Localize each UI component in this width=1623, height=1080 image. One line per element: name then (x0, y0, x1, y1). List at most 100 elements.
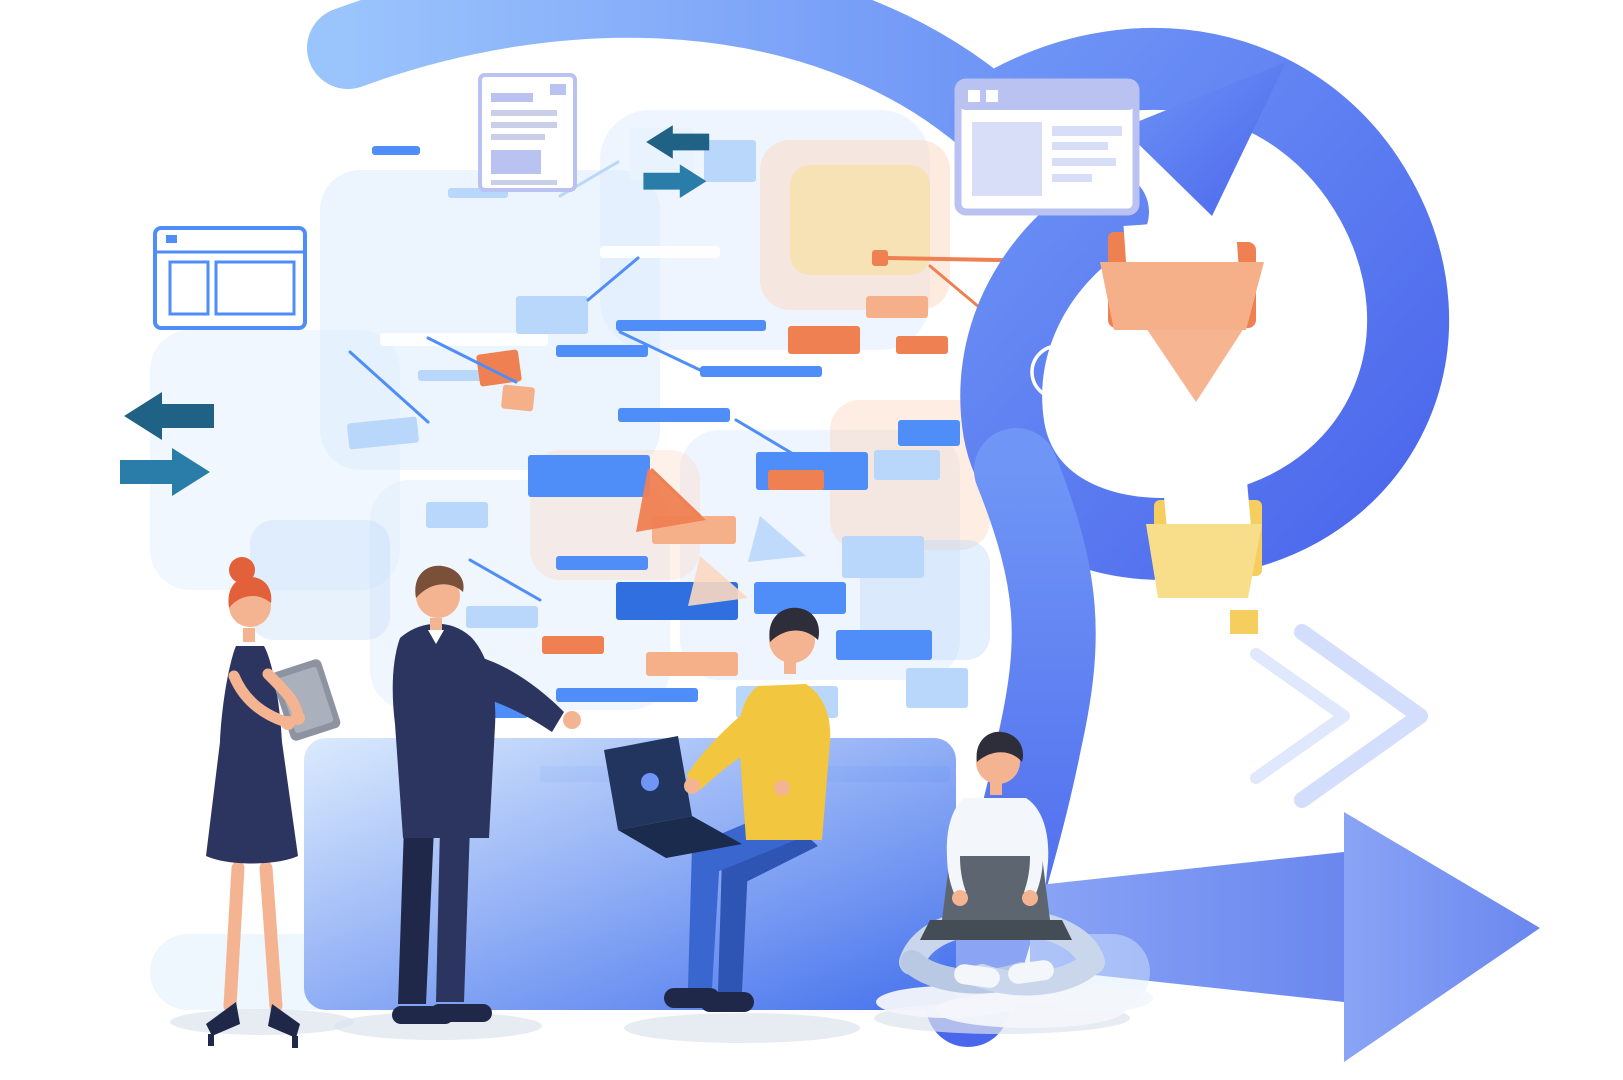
lightbulb-base (1047, 396, 1069, 409)
cloud-puff (1043, 984, 1153, 1012)
sticky-note (898, 420, 960, 446)
lightbulb-icon (1030, 344, 1086, 417)
sticky-note (556, 345, 648, 357)
leg (259, 861, 283, 1013)
neck (990, 782, 1002, 795)
neck (784, 660, 796, 674)
chevron-outline (1250, 648, 1350, 784)
suit-jacket (392, 623, 496, 838)
sticky-note (704, 140, 756, 182)
dress (206, 646, 298, 864)
window-text-line (1052, 126, 1122, 136)
sticky-note (874, 450, 940, 480)
laptop-base (920, 920, 1072, 940)
arrow-left (646, 125, 710, 159)
sticky-note (426, 502, 488, 528)
sticky-notes-collage (150, 110, 1422, 999)
sticky-note (788, 326, 860, 354)
connector-line (348, 350, 430, 424)
pennant-shape (688, 556, 748, 606)
shoe (430, 1004, 492, 1022)
sticky-note (754, 582, 846, 614)
sticky-note (250, 520, 390, 640)
laptop-logo (641, 773, 659, 791)
figure-woman-with-tablet (206, 557, 341, 1048)
sticky-note (501, 384, 535, 412)
hand (563, 711, 581, 729)
window-text-line (491, 122, 557, 128)
shoe (664, 988, 720, 1008)
heel-shoe (268, 1004, 300, 1038)
sticky-note (618, 408, 730, 422)
shadow (334, 1012, 542, 1040)
window-pane (972, 122, 1042, 196)
connector-line (426, 336, 518, 384)
sticky-note (320, 170, 660, 470)
window-text-line (1052, 174, 1092, 182)
shadow (624, 1013, 860, 1043)
sticky-note (556, 556, 648, 570)
calf (718, 858, 748, 992)
forward-arrow-group (1030, 624, 1540, 1062)
window-header (958, 82, 1136, 110)
sticky-note (380, 333, 548, 346)
folder-orange-icon (1100, 218, 1264, 330)
shadow (170, 1009, 354, 1035)
sticky-note (476, 349, 522, 387)
sticky-note (866, 296, 928, 318)
arm (947, 814, 966, 898)
arm (1024, 814, 1043, 898)
shoe (1008, 960, 1054, 984)
folder-front (1100, 262, 1264, 330)
hair (228, 576, 272, 608)
figure-developer-cross-legged (876, 731, 1153, 1028)
sticky-note (680, 430, 960, 680)
connector-line (734, 418, 812, 466)
laptop-screen (942, 856, 1050, 920)
forward-arrow-body (1030, 852, 1344, 1002)
sticky-note (906, 668, 968, 708)
chevron-outline (1294, 624, 1428, 808)
folder-accent (1230, 610, 1258, 634)
sticky-note (646, 652, 738, 676)
sticky-note (872, 250, 888, 266)
heel (292, 1036, 298, 1048)
hair-bun (229, 557, 255, 583)
hand (952, 890, 968, 906)
window-control (986, 90, 998, 102)
figure-developer-seated (604, 607, 831, 1012)
window-control (550, 84, 566, 95)
folder-front (1146, 524, 1262, 598)
folder-yellow-icon (1146, 482, 1262, 634)
window-pane (168, 260, 210, 316)
leg (223, 861, 245, 1013)
hair (976, 731, 1024, 762)
trouser-leg (436, 826, 470, 1002)
loop-arrow-tail (307, 0, 1031, 159)
arrow-left (124, 392, 214, 440)
sticky-note (842, 536, 924, 578)
window-text-line (1052, 158, 1116, 166)
pennant-shape (1146, 328, 1244, 402)
window-text-line (491, 180, 557, 185)
neck (243, 628, 255, 642)
window-pane (214, 260, 296, 316)
hand (1022, 890, 1038, 906)
forward-arrow-head (1344, 812, 1540, 1062)
collar (428, 630, 444, 644)
sticky-note (700, 366, 822, 377)
connector-line (618, 330, 702, 372)
sticky-note (616, 320, 766, 331)
sticky-note (896, 336, 948, 354)
window-text-line (1052, 142, 1108, 150)
window-control (166, 235, 177, 243)
sticky-note (556, 688, 698, 702)
hand (774, 780, 790, 796)
hand (684, 778, 700, 794)
connector-line (468, 558, 542, 602)
window-text-line (491, 110, 557, 116)
heel (208, 1034, 214, 1046)
connector-line (586, 256, 640, 302)
hair (415, 565, 464, 598)
